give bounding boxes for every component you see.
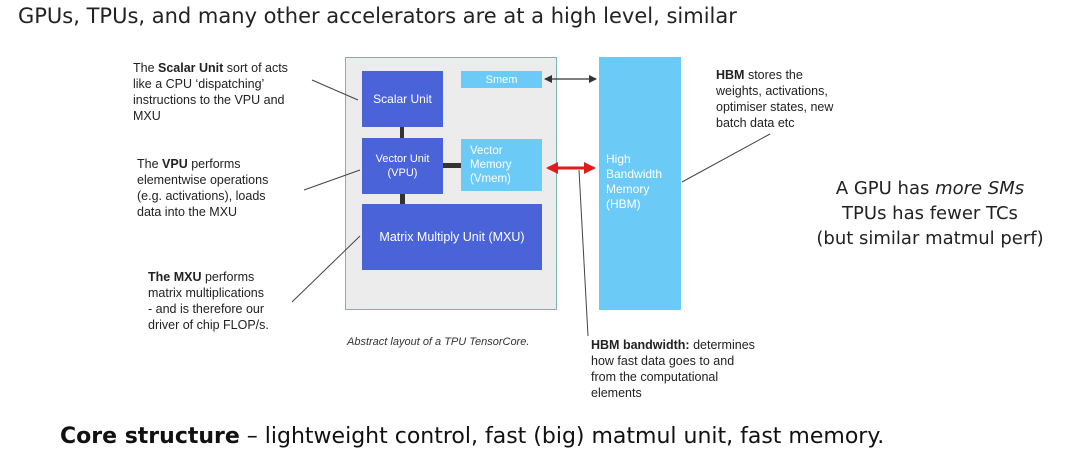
vector-memory-block: Vector Memory (Vmem) xyxy=(461,139,542,191)
gpu-tpu-comparison: A GPU has more SMs TPUs has fewer TCs (b… xyxy=(816,178,1044,249)
hbm-bandwidth-note-bold: HBM bandwidth: xyxy=(591,338,690,352)
hbm-callout-line xyxy=(681,133,771,183)
scalar-unit-note-bold: Scalar Unit xyxy=(158,61,224,75)
scalar-vector-connector xyxy=(400,127,404,138)
scalar-unit-note: The Scalar Unit sort of acts like a CPU … xyxy=(133,61,288,123)
mxu-note: The MXU performs matrix multiplications … xyxy=(148,270,269,332)
hbm-label-line4: (HBM) xyxy=(606,197,641,211)
hbm-note: HBM stores the weights, activations, opt… xyxy=(716,68,834,130)
hbm-bandwidth-note: HBM bandwidth: determines how fast data … xyxy=(591,338,755,400)
hbm-label-line3: Memory xyxy=(606,182,650,196)
scalar-unit-label: Scalar Unit xyxy=(373,92,432,106)
scalar-callout-line xyxy=(311,79,359,101)
mxu-label: Matrix Multiply Unit (MXU) xyxy=(379,230,525,244)
slide-title: GPUs, TPUs, and many other accelerators … xyxy=(18,4,737,28)
hbm-label-line2: Bandwidth xyxy=(606,167,663,181)
comparison-italic: more SMs xyxy=(935,178,1025,199)
tensorcore-caption: Abstract layout of a TPU TensorCore. xyxy=(347,336,530,348)
hbm-note-bold: HBM xyxy=(716,68,745,82)
hbm-label-line1: High xyxy=(606,152,631,166)
hbm-bandwidth-callout-line xyxy=(578,169,589,337)
core-structure-summary: Core structure – lightweight control, fa… xyxy=(60,424,885,449)
vector-memory-label-line3: (Vmem) xyxy=(470,173,511,185)
core-structure-bold: Core structure xyxy=(60,424,240,449)
scalar-unit-block: Scalar Unit xyxy=(362,71,443,127)
mxu-note-bold: The MXU xyxy=(148,270,202,284)
hbm-block: High Bandwidth Memory (HBM) xyxy=(599,57,681,310)
vector-vmem-connector xyxy=(443,163,461,168)
vector-unit-label-line2: (VPU) xyxy=(387,167,418,179)
mxu-block: Matrix Multiply Unit (MXU) xyxy=(362,204,542,270)
mxu-callout-line xyxy=(291,235,361,303)
vpu-note-bold: VPU xyxy=(162,157,188,171)
vector-unit-label-line1: Vector Unit xyxy=(375,153,430,165)
vpu-note: The VPU performs elementwise operations … xyxy=(137,157,269,219)
vector-memory-label-line1: Vector xyxy=(470,145,503,157)
smem-block: Smem xyxy=(461,71,542,88)
vector-memory-label-line2: Memory xyxy=(470,159,512,171)
vector-mxu-connector xyxy=(400,194,405,204)
vector-unit-block: Vector Unit (VPU) xyxy=(362,138,443,194)
vpu-callout-line xyxy=(303,169,361,191)
smem-label: Smem xyxy=(485,73,518,86)
